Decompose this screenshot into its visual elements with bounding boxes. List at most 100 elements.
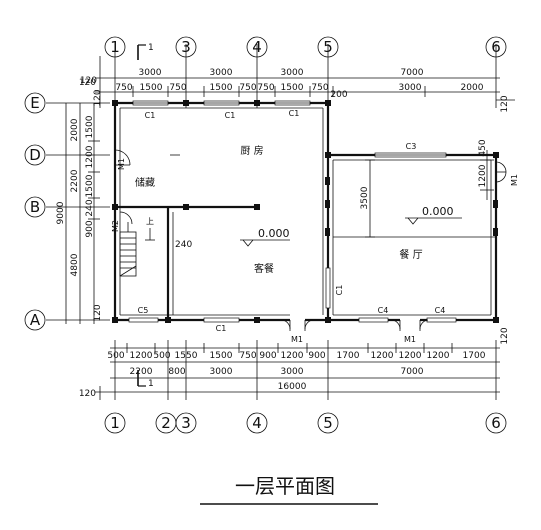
- dim-top-side: 120: [93, 89, 103, 106]
- dim-top-span-4: 7000: [401, 68, 424, 78]
- dim-bottom-span: 3000: [210, 367, 233, 377]
- grid-label: E: [30, 94, 39, 112]
- dim-left-outer: 9000: [56, 201, 66, 224]
- level-marker-1: 0.000: [258, 227, 290, 240]
- grid-label: 4: [252, 38, 262, 56]
- level-marker-2: 0.000: [422, 205, 454, 218]
- dim-top-detail: 750: [311, 83, 328, 93]
- stair-up-label: 上: [146, 217, 154, 226]
- dim-bottom-detail: 1200: [371, 351, 394, 361]
- window-label-c4: C4: [435, 306, 446, 315]
- dim-bottom-detail: 500: [107, 351, 124, 361]
- grid-label: 5: [323, 414, 333, 432]
- staircase: 上: [119, 217, 155, 277]
- grid-label: 3: [181, 38, 191, 56]
- room-label-kitchen: 厨 房: [240, 144, 263, 157]
- window-label-c1: C1: [145, 111, 156, 120]
- window-label-c1: C1: [225, 111, 236, 120]
- bottom-dimensions: 500 1200 500 1550 1500 750 900 1200 900 …: [95, 340, 500, 400]
- windows: C1 C1 C1 C3 C4 C4 C5 C1 C1: [128, 100, 457, 333]
- dim-left-inner: 1500: [85, 174, 95, 197]
- dim-top-detail: 1500: [210, 83, 233, 93]
- window-label-c1: C1: [289, 109, 300, 118]
- dim-left-inner: 900: [85, 220, 95, 237]
- dim-bottom-span: 7000: [401, 367, 424, 377]
- grid-bubble-3-bottom: [175, 412, 197, 434]
- dim-right: 1200: [478, 164, 488, 187]
- grid-bubble-6-top: [485, 36, 507, 58]
- dim-top-detail: 1500: [281, 83, 304, 93]
- dim-right: 450: [478, 139, 488, 156]
- room-label-dining: 餐 厅: [399, 248, 422, 261]
- grid-bubble-1-top: [104, 36, 126, 58]
- door-label-m1: M1: [404, 335, 416, 344]
- door-label-m1: M1: [510, 174, 519, 186]
- grid-bubble-5-top: [317, 36, 339, 58]
- dim-bottom-detail: 1550: [175, 351, 198, 361]
- dim-left-mid: 2200: [70, 169, 80, 192]
- room-label-storage: 储藏: [135, 176, 155, 189]
- grid-bubbles-top: 1 3 4 5 6: [104, 36, 507, 58]
- door-label-m1: M1: [117, 158, 126, 170]
- dim-top-span-3: 3000: [281, 68, 304, 78]
- grid-bubble-3-top: [175, 36, 197, 58]
- dim-bottom-detail: 1200: [399, 351, 422, 361]
- grid-label: D: [29, 146, 41, 164]
- dim-bottom-detail: 900: [308, 351, 325, 361]
- door-label-m1: M1: [291, 335, 303, 344]
- dim-top-detail: 2000: [461, 83, 484, 93]
- dim-top-detail: 1500: [140, 83, 163, 93]
- section-mark-top: 1: [148, 43, 154, 53]
- dim-bottom-detail: 1200: [130, 351, 153, 361]
- dim-left-inner: 1200: [85, 145, 95, 168]
- door-label-m2: M2: [111, 220, 120, 232]
- dim-right: 120: [500, 327, 510, 344]
- dim-right: 120: [500, 95, 510, 112]
- drawing-title: 一层平面图: [200, 474, 378, 505]
- dim-bottom-detail: 1700: [463, 351, 486, 361]
- grid-label: B: [30, 198, 40, 216]
- grid-label: 3: [181, 414, 191, 432]
- dim-top-detail: 750: [257, 83, 274, 93]
- dim-left-inner: 240: [85, 199, 95, 216]
- grid-label: 2: [161, 414, 171, 432]
- level-markers: 0.000 0.000: [240, 205, 462, 247]
- section-mark-bottom: 1: [148, 379, 154, 389]
- grid-bubbles-bottom: 1 2 3 4 5 6: [104, 412, 507, 434]
- dim-top-detail: 200: [330, 90, 347, 100]
- dim-left-mid: 2000: [70, 118, 80, 141]
- dim-bottom-detail: 900: [259, 351, 276, 361]
- grid-bubble-D: [24, 144, 46, 166]
- dim-left-inner: 120: [93, 304, 103, 321]
- dim-bottom-span: 3000: [281, 367, 304, 377]
- window-label-c3: C3: [406, 142, 417, 151]
- grid-bubble-4-bottom: [246, 412, 268, 434]
- dim-top-detail: 750: [115, 83, 132, 93]
- grid-label: 1: [110, 414, 120, 432]
- title-text: 一层平面图: [235, 474, 335, 498]
- doors: M1 M1 M1 M1 M2: [111, 149, 519, 344]
- room-labels: 厨 房 储藏 客餐 餐 厅: [135, 144, 423, 275]
- grid-label: 5: [323, 38, 333, 56]
- dim-left-inner: 1500: [85, 115, 95, 138]
- window-label-c5: C5: [138, 306, 149, 315]
- window-label-c1: C1: [335, 285, 344, 296]
- dim-left-mid: 4800: [70, 253, 80, 276]
- dim-bottom-detail: 1200: [427, 351, 450, 361]
- grid-bubble-E: [24, 92, 46, 114]
- dim-top-detail: 750: [169, 83, 186, 93]
- dim-left-small: 120: [79, 389, 96, 399]
- grid-bubbles-left: E D B A: [24, 92, 46, 331]
- grid-label: A: [30, 311, 41, 329]
- grid-bubble-6-bottom: [485, 412, 507, 434]
- dim-bottom-detail: 750: [239, 351, 256, 361]
- grid-bubble-4-top: [246, 36, 268, 58]
- grid-bubble-B: [24, 196, 46, 218]
- grid-label: 1: [110, 38, 120, 56]
- right-dimensions: 450 1200 120 120: [478, 95, 515, 345]
- dim-bottom-span: 2200: [130, 367, 153, 377]
- dim-bottom-detail: 500: [153, 351, 170, 361]
- inner-dimensions: 3500 240: [175, 159, 375, 250]
- dim-inner: 240: [175, 240, 192, 250]
